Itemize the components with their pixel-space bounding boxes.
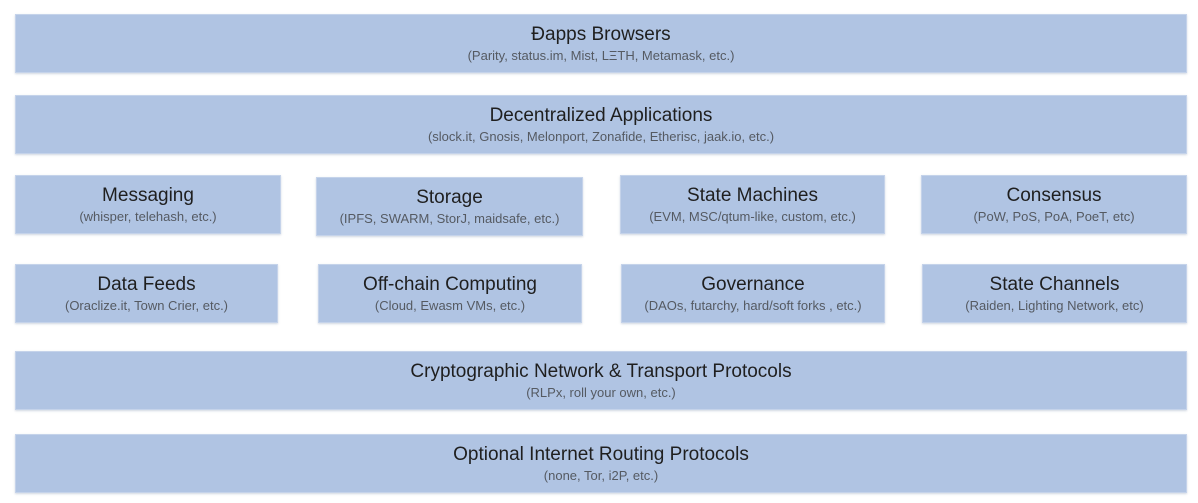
layer-subtitle: (slock.it, Gnosis, Melonport, Zonafide, … [427, 129, 775, 144]
dapps-browsers-layer: Đapps Browsers (Parity, status.im, Mist,… [15, 14, 1187, 73]
consensus-box: Consensus (PoW, PoS, PoA, PoeT, etc) [921, 175, 1187, 234]
internet-routing-layer: Optional Internet Routing Protocols (non… [15, 434, 1187, 493]
box-subtitle: (EVM, MSC/qtum-like, custom, etc.) [649, 209, 856, 224]
box-subtitle: (Cloud, Ewasm VMs, etc.) [374, 298, 526, 313]
box-subtitle: (Raiden, Lighting Network, etc) [965, 298, 1144, 313]
box-title: Storage [416, 187, 483, 208]
layer-subtitle: (Parity, status.im, Mist, LΞTH, Metamask… [467, 48, 735, 63]
governance-box: Governance (DAOs, futarchy, hard/soft fo… [621, 264, 885, 323]
box-subtitle: (Oraclize.it, Town Crier, etc.) [64, 298, 229, 313]
off-chain-computing-box: Off-chain Computing (Cloud, Ewasm VMs, e… [318, 264, 582, 323]
box-subtitle: (PoW, PoS, PoA, PoeT, etc) [973, 209, 1135, 224]
state-channels-box: State Channels (Raiden, Lighting Network… [922, 264, 1187, 323]
box-title: Messaging [102, 185, 194, 206]
box-subtitle: (DAOs, futarchy, hard/soft forks , etc.) [644, 298, 862, 313]
layer-title: Cryptographic Network & Transport Protoc… [410, 361, 792, 382]
layer-title: Đapps Browsers [531, 24, 671, 45]
box-title: Governance [701, 274, 805, 295]
box-subtitle: (whisper, telehash, etc.) [79, 209, 217, 224]
box-title: Consensus [1006, 185, 1102, 206]
decentralized-applications-layer: Decentralized Applications (slock.it, Gn… [15, 95, 1187, 154]
messaging-box: Messaging (whisper, telehash, etc.) [15, 175, 281, 234]
box-subtitle: (IPFS, SWARM, StorJ, maidsafe, etc.) [339, 211, 560, 226]
layer-title: Optional Internet Routing Protocols [453, 444, 749, 465]
box-title: State Machines [687, 185, 818, 206]
box-title: Data Feeds [97, 274, 196, 295]
box-title: State Channels [989, 274, 1120, 295]
crypto-network-layer: Cryptographic Network & Transport Protoc… [15, 351, 1187, 410]
data-feeds-box: Data Feeds (Oraclize.it, Town Crier, etc… [15, 264, 278, 323]
box-title: Off-chain Computing [363, 274, 537, 295]
storage-box: Storage (IPFS, SWARM, StorJ, maidsafe, e… [316, 177, 583, 236]
layer-title: Decentralized Applications [489, 105, 713, 126]
state-machines-box: State Machines (EVM, MSC/qtum-like, cust… [620, 175, 885, 234]
layer-subtitle: (none, Tor, i2P, etc.) [543, 468, 659, 483]
layer-subtitle: (RLPx, roll your own, etc.) [526, 385, 676, 400]
